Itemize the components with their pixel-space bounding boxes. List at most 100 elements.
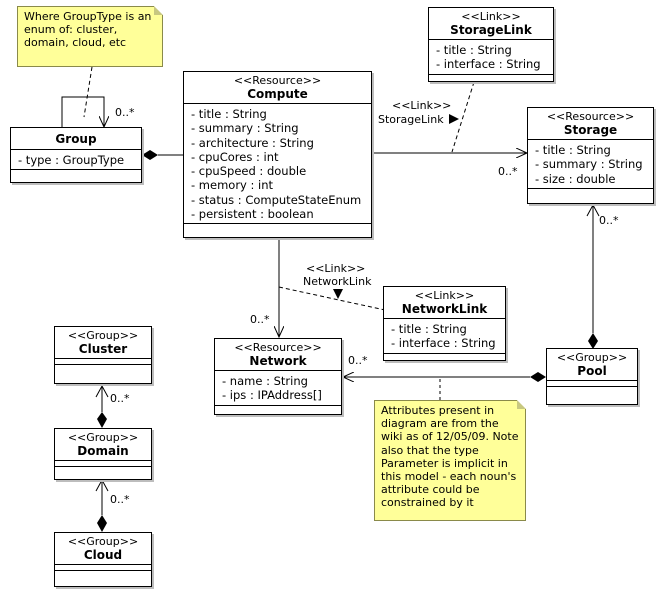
- storagelink-class: <<Link>> StorageLink - title : String - …: [428, 7, 554, 82]
- networklink-operations: [384, 354, 505, 360]
- note-anchor-group: [83, 66, 93, 118]
- multiplicity-pool-network: 0..*: [348, 354, 368, 367]
- storagelink-header: <<Link>> StorageLink: [429, 8, 553, 40]
- network-attr: - ips : IPAddress[]: [222, 388, 322, 403]
- domain-class: <<Group>> Domain: [54, 428, 152, 480]
- networklink-direction-triangle: [333, 289, 343, 299]
- group-operations: [11, 170, 141, 176]
- domain-cloud-diamond: [97, 515, 107, 532]
- networklink-attributes: - title : String - interface : String: [384, 319, 505, 354]
- storagelink-anchor: [451, 81, 475, 153]
- compute-attr: - memory : int: [191, 178, 274, 193]
- domain-stereotype: <<Group>>: [67, 431, 139, 444]
- pool-stereotype: <<Group>>: [556, 351, 628, 364]
- domain-attributes: [55, 461, 151, 467]
- networklink-name: NetworkLink: [401, 302, 488, 316]
- cloud-class: <<Group>> Cloud: [54, 532, 152, 587]
- domain-name: Domain: [77, 444, 129, 458]
- network-class: <<Resource>> Network - name : String - i…: [214, 338, 342, 415]
- storage-attributes: - title : String - summary : String - si…: [528, 140, 653, 189]
- storage-attr: - summary : String: [535, 157, 643, 172]
- pool-network-diamond: [530, 372, 546, 382]
- networklink-assoc-name: NetworkLink: [303, 275, 372, 288]
- multiplicity-compute-network: 0..*: [250, 313, 270, 326]
- multiplicity-domain-cloud: 0..*: [110, 493, 130, 506]
- network-stereotype: <<Resource>>: [234, 341, 322, 354]
- attributes-note: Attributes present in diagram are from t…: [374, 400, 526, 521]
- compute-attr: - cpuCores : int: [191, 149, 279, 164]
- group-attributes: - type : GroupType: [11, 150, 141, 171]
- group-class: Group - type : GroupType: [10, 127, 142, 183]
- pool-header: <<Group>> Pool: [547, 349, 637, 381]
- network-name: Network: [249, 354, 307, 368]
- multiplicity-group-self: 0..*: [115, 106, 135, 119]
- multiplicity-compute-storage: 0..*: [498, 165, 518, 178]
- compute-attr: - status : ComputeStateEnum: [191, 192, 362, 207]
- storagelink-attributes: - title : String - interface : String: [429, 40, 553, 75]
- storagelink-operations: [429, 75, 553, 81]
- pool-attributes: [547, 381, 637, 387]
- storagelink-direction-triangle: [449, 114, 459, 124]
- storagelink-attr: - interface : String: [436, 57, 541, 72]
- domain-cloud-arrowhead: [95, 478, 109, 492]
- storagelink-attr: - title : String: [436, 43, 512, 57]
- storagelink-name: StorageLink: [450, 23, 532, 37]
- compute-operations: [184, 224, 371, 230]
- networklink-anchor: [278, 286, 386, 311]
- pool-class: <<Group>> Pool: [546, 348, 638, 405]
- storagelink-assoc-stereotype: <<Link>>: [392, 99, 452, 112]
- cluster-class: <<Group>> Cluster: [54, 326, 152, 384]
- note-fold: [154, 6, 163, 15]
- compute-attr: - summary : String: [191, 121, 299, 136]
- storagelink-stereotype: <<Link>>: [461, 10, 521, 23]
- storage-pool-diamond: [588, 333, 598, 349]
- storage-operations: [528, 189, 653, 195]
- storage-stereotype: <<Resource>>: [546, 110, 635, 123]
- networklink-attr: - interface : String: [391, 336, 496, 351]
- cloud-operations: [55, 571, 151, 577]
- compute-attr: - architecture : String: [191, 135, 314, 150]
- compute-attr: - title : String: [191, 107, 267, 121]
- compute-stereotype: <<Resource>>: [233, 74, 322, 87]
- attributes-note-text: Attributes present in diagram are from t…: [381, 404, 519, 510]
- group-name: Group: [55, 132, 97, 146]
- cloud-header: <<Group>> Cloud: [55, 533, 151, 565]
- compute-name: Compute: [247, 87, 308, 101]
- domain-header: <<Group>> Domain: [55, 429, 151, 461]
- compute-header: <<Resource>> Compute: [184, 72, 371, 104]
- group-header: Group: [11, 128, 141, 150]
- compute-attr: - cpuSpeed : double: [191, 164, 307, 179]
- group-attr: - type : GroupType: [18, 153, 125, 167]
- storage-pool-arrowhead: [586, 203, 600, 217]
- multiplicity-cluster-domain: 0..*: [110, 392, 130, 405]
- cluster-stereotype: <<Group>>: [67, 329, 139, 342]
- network-header: <<Resource>> Network: [215, 339, 341, 371]
- network-attr: - name : String: [222, 374, 308, 388]
- pool-name: Pool: [577, 364, 607, 378]
- multiplicity-storage-pool: 0..*: [599, 214, 619, 227]
- domain-operations: [55, 467, 151, 473]
- cluster-operations: [55, 365, 151, 371]
- storage-name: Storage: [563, 123, 618, 137]
- cluster-name: Cluster: [78, 342, 128, 356]
- cloud-attributes: [55, 565, 151, 571]
- network-attributes: - name : String - ips : IPAddress[]: [215, 371, 341, 406]
- storage-class: <<Resource>> Storage - title : String - …: [527, 107, 654, 204]
- cluster-domain-diamond: [97, 412, 107, 428]
- grouptype-note-text: Where GroupType is an enum of: cluster, …: [24, 10, 152, 50]
- networklink-attr: - title : String: [391, 322, 467, 336]
- compute-class: <<Resource>> Compute - title : String - …: [183, 71, 372, 238]
- storagelink-assoc-name: StorageLink: [378, 113, 444, 126]
- cloud-stereotype: <<Group>>: [67, 535, 139, 548]
- group-compute-diamond: [142, 150, 158, 160]
- storage-header: <<Resource>> Storage: [528, 108, 653, 140]
- networklink-class: <<Link>> NetworkLink - title : String - …: [383, 286, 506, 361]
- cluster-header: <<Group>> Cluster: [55, 327, 151, 359]
- note-fold: [517, 400, 526, 409]
- grouptype-note: Where GroupType is an enum of: cluster, …: [17, 6, 163, 67]
- network-operations: [215, 406, 341, 412]
- networklink-header: <<Link>> NetworkLink: [384, 287, 505, 319]
- pool-operations: [547, 387, 637, 393]
- cloud-name: Cloud: [83, 548, 123, 562]
